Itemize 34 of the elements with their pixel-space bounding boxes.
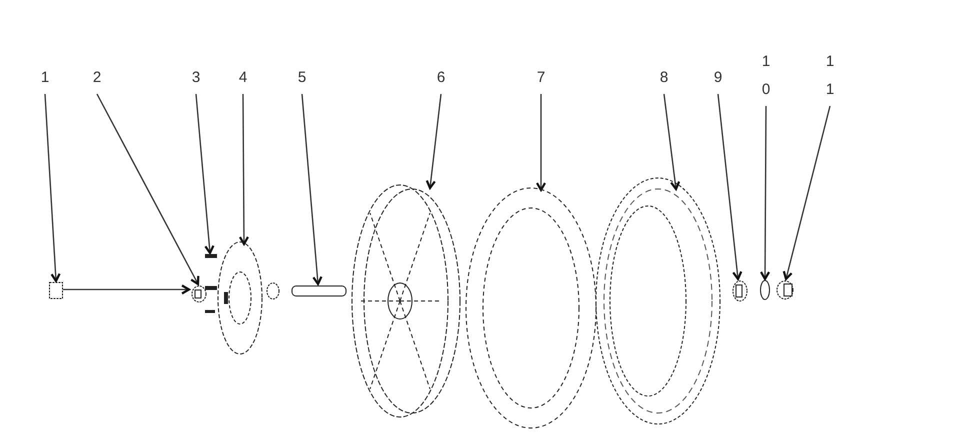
- callout-number: 3: [191, 64, 201, 92]
- leader-line: [663, 94, 680, 190]
- leader-line: [96, 94, 200, 286]
- callout-number: 4: [238, 64, 248, 92]
- sprocket-drawing: [218, 242, 262, 354]
- rim-drawing: [352, 184, 460, 418]
- leader-line: [760, 106, 770, 280]
- leader-line: [536, 94, 546, 192]
- nut-drawing: [776, 280, 794, 300]
- leader-line: [44, 94, 61, 282]
- callout-number: 5: [297, 64, 307, 92]
- callout-number: 8: [659, 64, 669, 92]
- callout-number: 9: [713, 64, 723, 92]
- callout-number: 11: [825, 48, 835, 104]
- axle-drawing: [266, 282, 346, 300]
- leader-line: [782, 106, 831, 280]
- leader-line: [238, 94, 250, 246]
- bolt-drawing: [49, 282, 63, 299]
- leader-line: [195, 94, 214, 254]
- leader-line: [301, 94, 322, 286]
- nut-drawing: [192, 286, 206, 302]
- callout-number: 10: [761, 48, 771, 104]
- spacer-drawing: [732, 280, 748, 302]
- tube-drawing: [466, 188, 596, 428]
- leader-line: [717, 94, 742, 280]
- assembly-arrow: [63, 284, 190, 295]
- callout-number: 2: [92, 64, 102, 92]
- bolts-drawing: [205, 254, 217, 313]
- callout-number: 1: [40, 64, 50, 92]
- callout-number: 7: [536, 64, 546, 92]
- washer-drawing: [760, 280, 770, 300]
- tyre-drawing: [596, 178, 720, 424]
- leader-line: [426, 94, 442, 190]
- callout-number: 6: [436, 64, 446, 92]
